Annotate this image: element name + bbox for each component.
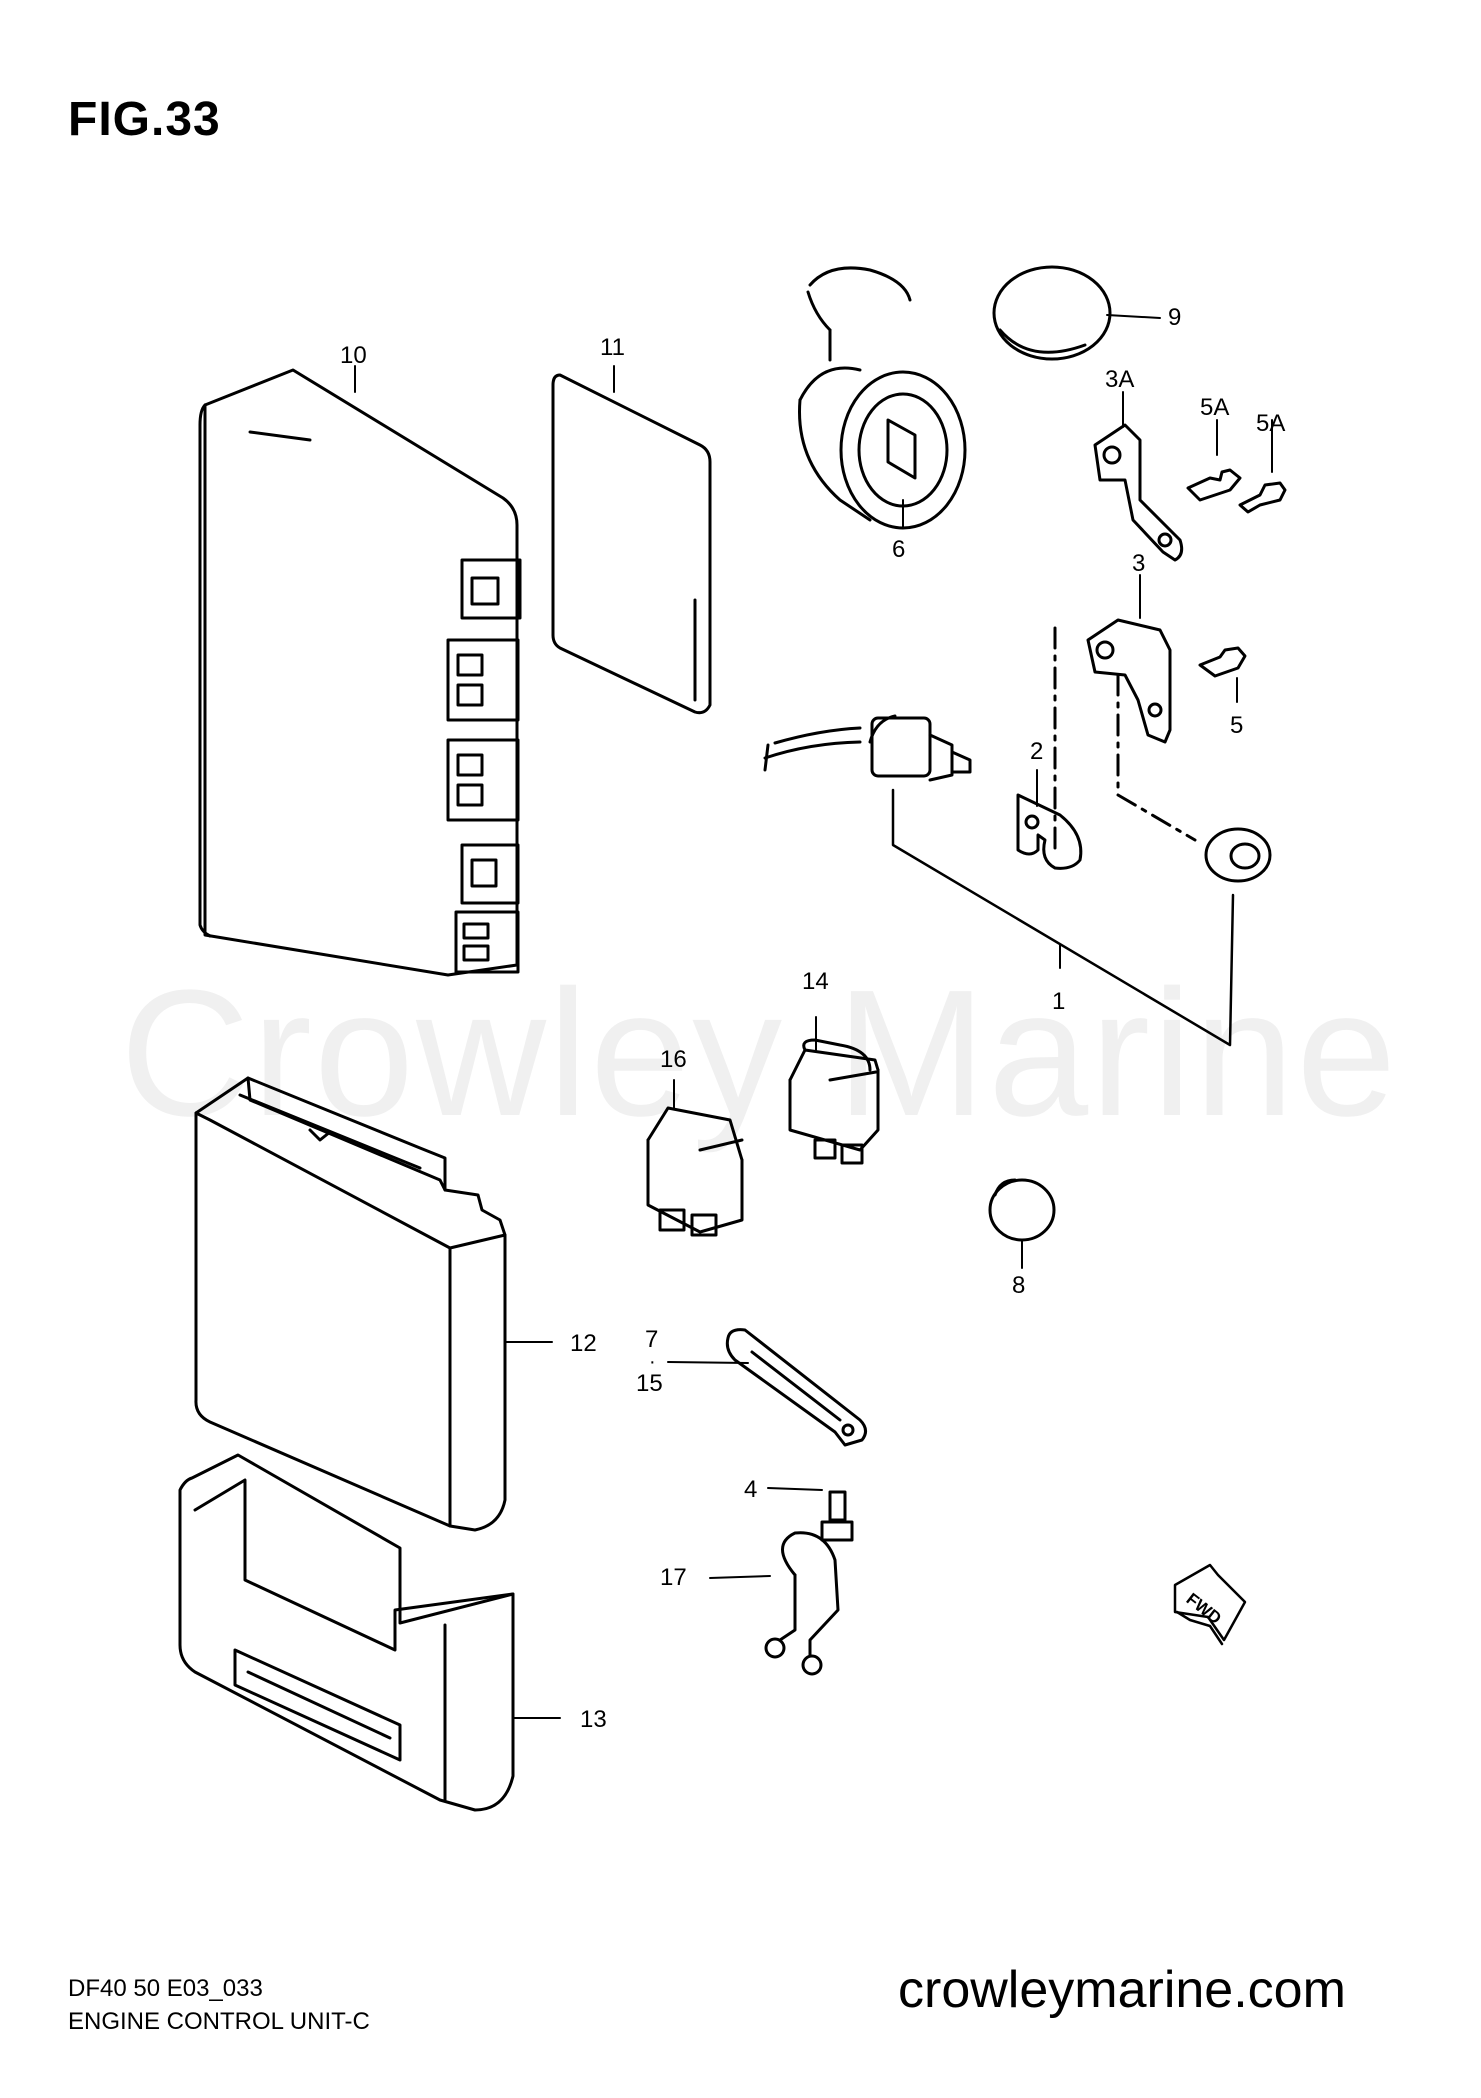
part-10-control-module xyxy=(198,368,522,977)
callout-9: 9 xyxy=(1168,304,1182,331)
callout-14: 14 xyxy=(802,968,829,995)
part-11-pad xyxy=(551,373,712,715)
callout-10: 10 xyxy=(340,342,367,369)
fwd-arrow-icon xyxy=(1173,1563,1247,1646)
part-3-bracket xyxy=(1086,618,1172,744)
diagram-code: DF40 50 E03_033 xyxy=(68,1975,263,2002)
assembly-dashed-lines xyxy=(1053,626,1197,852)
part-13-case xyxy=(178,1453,515,1812)
callout-7: 7 xyxy=(645,1326,659,1353)
part-5a-bolts xyxy=(1186,468,1287,514)
callout-5a-right: 5A xyxy=(1256,410,1286,437)
leader-lines xyxy=(354,314,1273,1719)
callout-5: 5 xyxy=(1230,712,1244,739)
callout-13: 13 xyxy=(580,1706,607,1733)
part-5-bolt xyxy=(1198,646,1247,678)
diagram-name: ENGINE CONTROL UNIT-C xyxy=(68,2008,370,2035)
part-16-relay xyxy=(646,1106,744,1237)
callout-4: 4 xyxy=(744,1476,758,1503)
watermark: Crowley Marine xyxy=(120,953,1399,1154)
callout-6: 6 xyxy=(892,536,906,563)
part-nut xyxy=(1204,827,1272,883)
part-6-socket xyxy=(798,266,967,530)
part-14-relay xyxy=(788,1038,880,1165)
part-3a-bracket xyxy=(1093,423,1184,562)
callout-12: 12 xyxy=(570,1330,597,1357)
part-2-clip xyxy=(1016,793,1083,870)
callout-3a: 3A xyxy=(1105,366,1135,393)
callout-8: 8 xyxy=(1012,1272,1026,1299)
callout-17: 17 xyxy=(660,1564,687,1591)
callout-7-dot: · xyxy=(649,1351,656,1373)
figure-title: FIG.33 xyxy=(68,93,221,146)
part-1-switch xyxy=(763,714,972,782)
callout-11: 11 xyxy=(600,334,625,361)
part-9-cap xyxy=(992,265,1112,361)
part-1-group-bracket xyxy=(891,788,1235,1047)
callout-1: 1 xyxy=(1052,988,1066,1015)
callout-2: 2 xyxy=(1030,738,1044,765)
callout-15: 15 xyxy=(636,1370,663,1397)
part-12-ecu xyxy=(194,1076,507,1532)
callout-16: 16 xyxy=(660,1046,687,1073)
part-7-15-strap xyxy=(725,1328,867,1447)
callout-3: 3 xyxy=(1132,550,1146,577)
callout-5a-left: 5A xyxy=(1200,394,1230,421)
website-link[interactable]: crowleymarine.com xyxy=(898,1961,1346,2019)
part-8-grommet xyxy=(988,1178,1056,1242)
part-4-screw xyxy=(820,1490,854,1542)
part-17-clip xyxy=(764,1531,840,1676)
